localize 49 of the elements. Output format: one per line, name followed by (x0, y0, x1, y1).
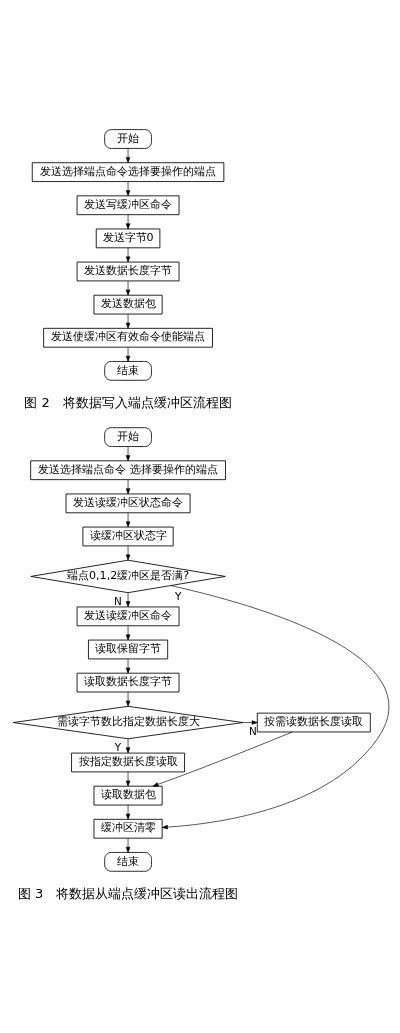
node-box: 发送数据包 (93, 294, 163, 314)
node-box: 读取数据包 (93, 785, 163, 805)
arrow (162, 584, 389, 829)
node-box: 结束 (104, 851, 152, 872)
arrow (125, 346, 131, 362)
edge-label: N (114, 594, 122, 607)
node-box: 发送读缓冲区状态命令 (65, 493, 191, 513)
arrow (125, 213, 131, 229)
arrow (125, 313, 131, 329)
node-box: 按需读数据长度读取 (256, 712, 371, 732)
arrow (125, 625, 131, 640)
node-box: 开始 (104, 426, 152, 447)
arrow (125, 280, 131, 295)
node-box: 发送读缓冲区命令 (76, 606, 180, 626)
node-box: 结束 (104, 360, 152, 381)
arrow (125, 545, 131, 560)
label: 图 2 将数据写入端点缓冲区流程图 (24, 394, 232, 410)
arrow (125, 771, 131, 786)
node-diamond: 端点0,1,2缓冲区是否满? (30, 559, 226, 593)
arrow (125, 738, 131, 753)
node-box: 读取数据长度字节 (76, 672, 180, 692)
node-box: 发送使缓冲区有效命令使能端点 (43, 327, 213, 348)
arrow (152, 731, 293, 786)
arrow (125, 478, 131, 494)
node-box: 发送写缓冲区命令 (76, 194, 180, 215)
node-box: 按指定数据长度读取 (71, 752, 185, 772)
arrow (125, 591, 131, 607)
arrow (125, 837, 131, 853)
arrow (125, 147, 131, 163)
label: 图 3 将数据从端点缓冲区读出流程图 (17, 885, 239, 901)
arrow (125, 247, 131, 262)
arrow (125, 445, 131, 461)
node-box: 发送选择端点命令 选择要操作的端点 (30, 459, 226, 480)
node-box: 发送字节0 (95, 228, 161, 248)
arrow (125, 804, 131, 820)
arrow (242, 719, 258, 725)
edge-label: Y (114, 740, 122, 753)
arrow (125, 658, 131, 673)
node-box: 发送选择端点命令选择要操作的端点 (31, 161, 225, 182)
arrow (125, 691, 131, 706)
edge-label: N (249, 724, 257, 737)
node-box: 发送数据长度字节 (76, 261, 180, 281)
node-diamond: 需读字节数比指定数据长度大 (12, 705, 244, 739)
arrow (125, 180, 131, 196)
node-box: 缓冲区清零 (93, 818, 163, 839)
node-box: 开始 (104, 128, 152, 149)
node-box: 读缓冲区状态字 (82, 526, 174, 546)
arrow (125, 512, 131, 527)
node-box: 读取保留字节 (88, 639, 169, 659)
